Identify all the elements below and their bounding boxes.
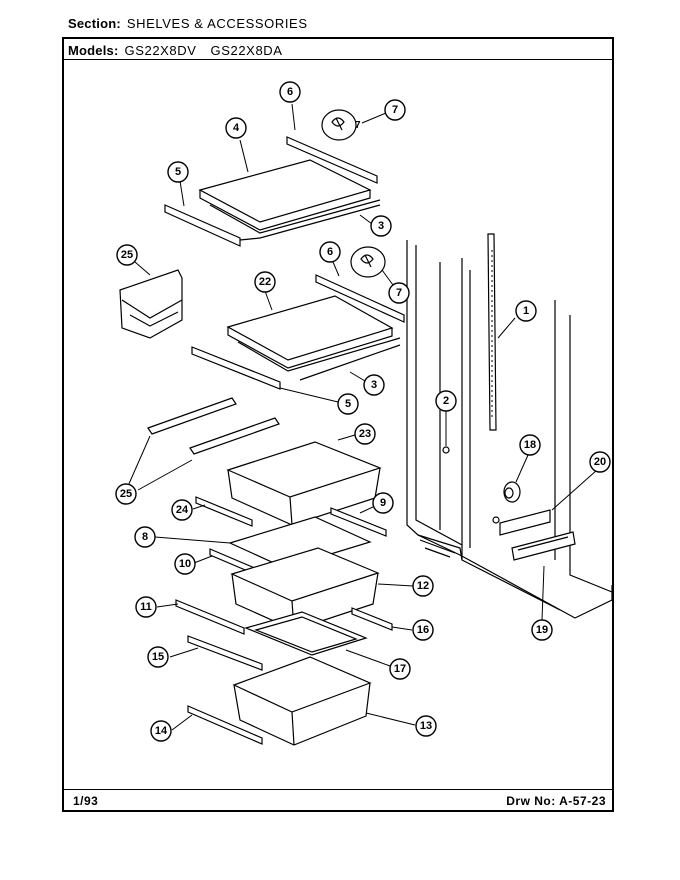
callout-6-lower: 6 xyxy=(319,241,341,263)
svg-text:7: 7 xyxy=(392,104,398,116)
callout-9: 9 xyxy=(372,492,394,514)
callout-5-top: 5 xyxy=(167,161,189,183)
svg-text:17: 17 xyxy=(394,663,406,675)
part-13-lower-drawer xyxy=(232,656,416,746)
svg-text:18: 18 xyxy=(524,439,536,451)
callout-19: 19 xyxy=(531,619,553,641)
svg-text:1: 1 xyxy=(523,305,529,317)
callout-24: 24 xyxy=(171,499,193,521)
callout-1: 1 xyxy=(515,300,537,322)
svg-text:3: 3 xyxy=(371,379,377,391)
part-4-upper-shelf xyxy=(198,139,381,241)
callout-21: 25 xyxy=(116,244,138,266)
svg-text:22: 22 xyxy=(259,276,271,288)
svg-text:23: 23 xyxy=(359,428,371,440)
callout-4: 4 xyxy=(225,117,247,139)
callout-2: 2 xyxy=(435,390,457,412)
part-17-crisper-cover xyxy=(244,611,391,667)
cabinet-liner xyxy=(406,240,613,619)
part-5-upper-trim xyxy=(164,180,241,247)
callout-11: 11 xyxy=(135,596,157,618)
callout-5-lower: 5 xyxy=(337,393,359,415)
part-19-light-cover xyxy=(511,531,576,621)
svg-text:6: 6 xyxy=(287,86,293,98)
part-5-lower-trim xyxy=(191,346,339,403)
svg-text:5: 5 xyxy=(175,166,181,178)
callout-12: 12 xyxy=(412,575,434,597)
svg-text:4: 4 xyxy=(233,122,240,134)
svg-text:25: 25 xyxy=(120,488,132,500)
part-2-screw xyxy=(442,411,450,454)
part-14-trim xyxy=(171,705,263,745)
svg-text:9: 9 xyxy=(380,497,386,509)
callout-17: 17 xyxy=(389,658,411,680)
footer-divider xyxy=(64,789,612,790)
part-22-lower-shelf xyxy=(226,290,401,382)
svg-text:13: 13 xyxy=(420,720,432,732)
part-12-middle-drawer xyxy=(230,547,414,631)
svg-text:2: 2 xyxy=(443,395,449,407)
part-6-upper-trim xyxy=(286,103,378,184)
svg-text:15: 15 xyxy=(152,651,164,663)
section-label: Section: xyxy=(68,16,121,31)
model-number-2: GS22X8DA xyxy=(210,43,283,58)
callout-20: 20 xyxy=(589,451,611,473)
part-20-light-shield xyxy=(499,469,598,536)
svg-text:10: 10 xyxy=(179,558,191,570)
part-1-shelf-standard xyxy=(487,233,516,431)
part-23-upper-drawer xyxy=(226,434,382,526)
svg-text:11: 11 xyxy=(140,601,152,613)
section-heading: Section: SHELVES & ACCESSORIES xyxy=(68,16,308,31)
callout-3-top: 3 xyxy=(370,215,392,237)
svg-text:20: 20 xyxy=(594,456,606,468)
part-6-lower-trim xyxy=(315,261,405,323)
part-7-lower-clip xyxy=(350,246,394,286)
header-divider xyxy=(64,59,612,60)
part-21-bracket xyxy=(119,261,183,339)
svg-text:14: 14 xyxy=(155,725,168,737)
callout-23: 23 xyxy=(354,423,376,445)
callout-16: 16 xyxy=(412,619,434,641)
svg-text:19: 19 xyxy=(536,624,548,636)
diagram-frame xyxy=(62,37,614,812)
callout-8: 8 xyxy=(134,526,156,548)
part-16-slide xyxy=(351,607,413,631)
footer-date: 1/93 xyxy=(73,794,99,808)
models-heading: Models: GS22X8DV GS22X8DA xyxy=(68,43,283,58)
part-7-upper-clip: 7 xyxy=(321,109,387,141)
models-label: Models: xyxy=(68,43,119,58)
callout-25: 25 xyxy=(115,483,137,505)
part-8-crisper-cover-glass xyxy=(154,516,372,569)
svg-text:7: 7 xyxy=(396,287,402,299)
callout-6-top: 6 xyxy=(279,81,301,103)
part-11-trim xyxy=(156,599,245,635)
callout-13: 13 xyxy=(415,715,437,737)
callout-15: 15 xyxy=(147,646,169,668)
section-value: SHELVES & ACCESSORIES xyxy=(126,16,308,31)
svg-text:3: 3 xyxy=(378,220,384,232)
part-9-trim xyxy=(330,505,387,537)
svg-text:12: 12 xyxy=(417,580,429,592)
inset-label-upper: 7 xyxy=(355,120,361,131)
model-number-1: GS22X8DV xyxy=(124,43,197,58)
callout-10: 10 xyxy=(174,553,196,575)
svg-text:6: 6 xyxy=(327,246,333,258)
part-18-light-socket xyxy=(492,454,529,524)
callout-7-top: 7 xyxy=(384,99,406,121)
svg-text:16: 16 xyxy=(417,624,429,636)
part-24-trim xyxy=(192,496,253,527)
svg-text:24: 24 xyxy=(176,504,189,516)
callout-14: 14 xyxy=(150,720,172,742)
footer-drawing-number: Drw No: A-57-23 xyxy=(506,794,606,808)
part-15-trim xyxy=(169,635,263,671)
callout-7-lower: 7 xyxy=(388,282,410,304)
callout-3-lower: 3 xyxy=(363,374,385,396)
svg-text:25: 25 xyxy=(121,249,133,261)
callout-18: 18 xyxy=(519,434,541,456)
svg-text:8: 8 xyxy=(142,531,148,543)
callout-22: 22 xyxy=(254,271,276,293)
part-25-crisper-slides xyxy=(127,397,280,491)
svg-text:5: 5 xyxy=(345,398,351,410)
